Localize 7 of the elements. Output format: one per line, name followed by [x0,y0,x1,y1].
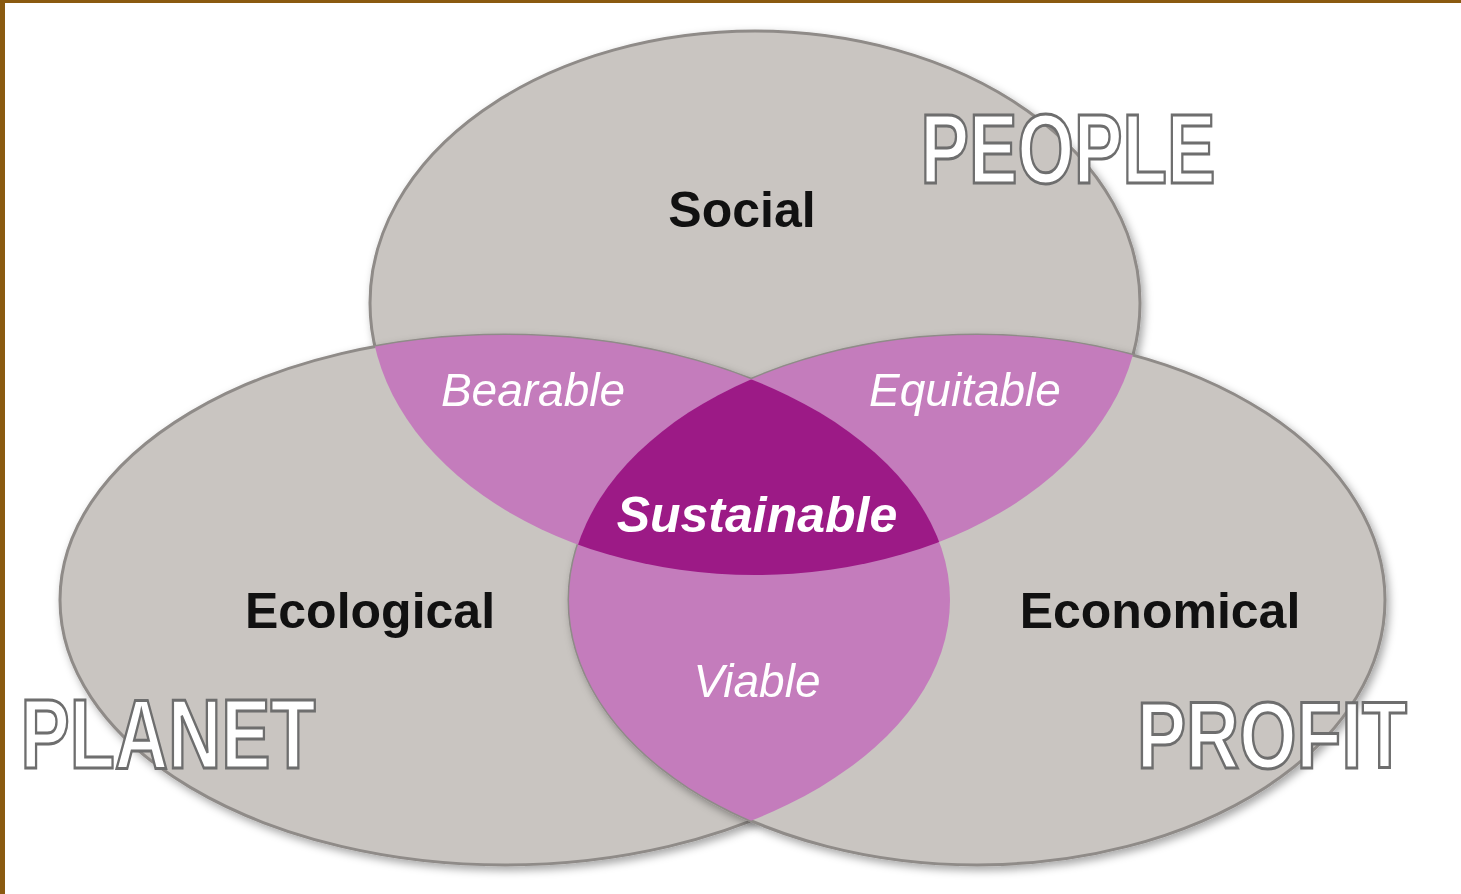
circle-label: Ecological [244,583,496,639]
overlap-label: Bearable [440,364,626,416]
circle-label: Economical [1019,583,1301,639]
circle-label: Social [668,182,816,238]
overlap-label: Viable [693,655,821,707]
overlap-label: Equitable [869,364,1061,416]
overlap-label: Sustainable [616,487,898,543]
